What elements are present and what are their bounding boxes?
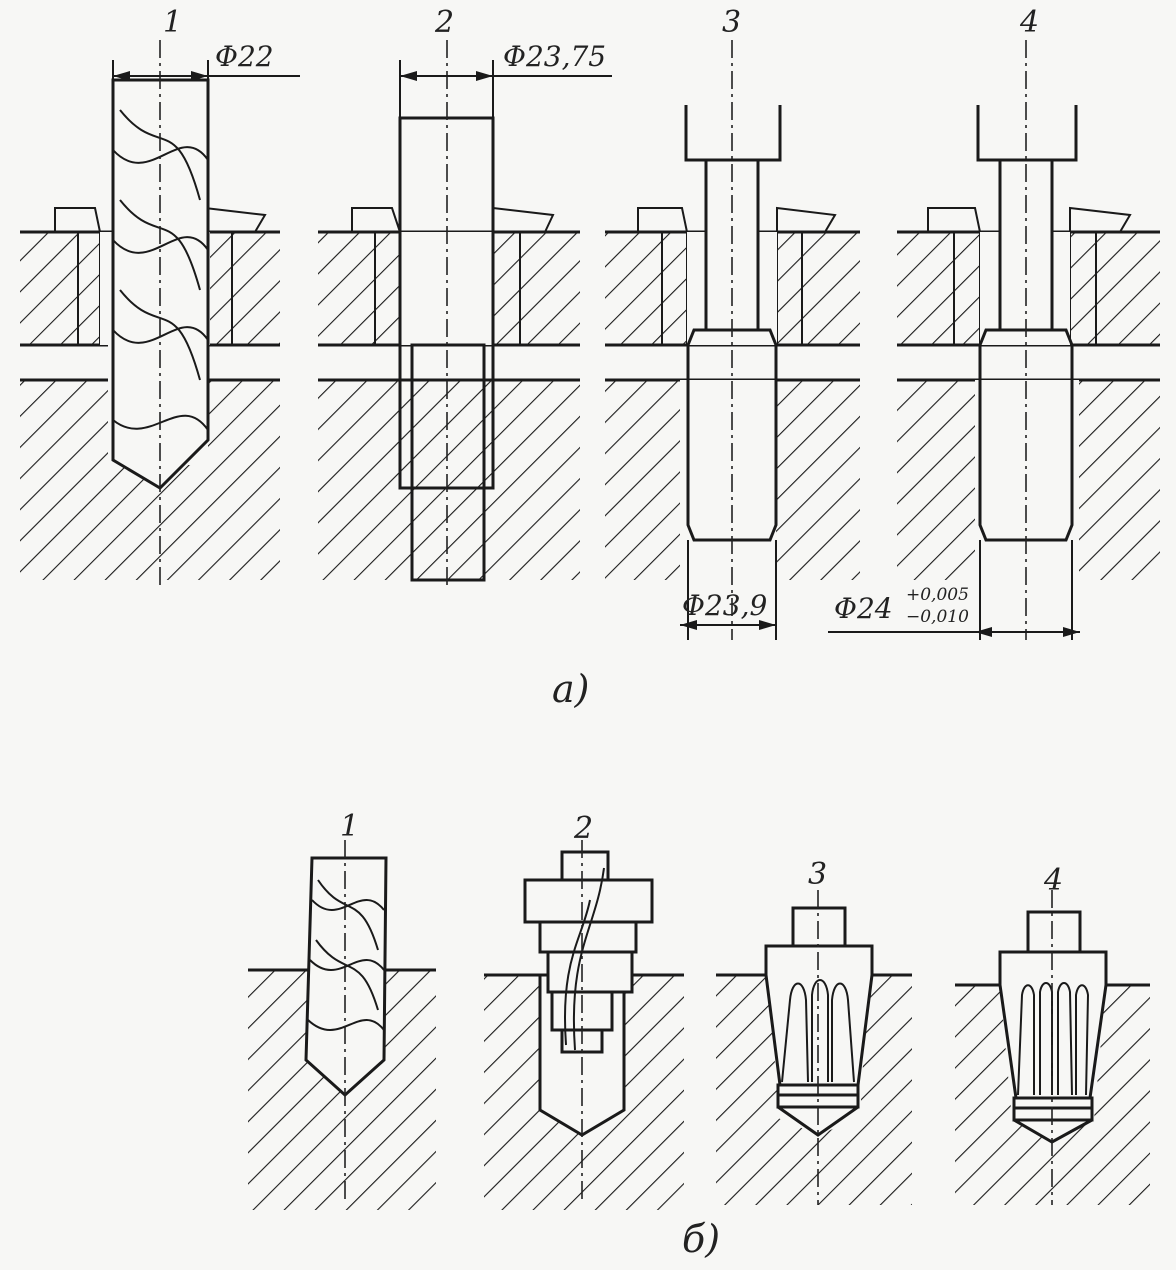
spindle-a4 (976, 105, 1078, 162)
dimension-a3: Φ23,9 (682, 589, 767, 622)
step-a1: 1 Φ22 (20, 5, 300, 590)
step-number-b2: 2 (573, 811, 593, 846)
reamer-a3 (686, 328, 778, 542)
step-number-a4: 4 (1019, 5, 1039, 40)
step-b4: 4 (955, 863, 1150, 1205)
drill-b1 (304, 856, 388, 1098)
step-a2: 2 Φ23,75 (318, 5, 612, 590)
dimension-a4: Φ24 (834, 592, 893, 625)
part-a: 1 Φ22 2 Φ23,75 (20, 5, 1160, 711)
dimension-a2: Φ23,75 (503, 40, 606, 73)
tolerance-lower-a4: −0,010 (906, 607, 969, 627)
part-b: 1 2 (248, 809, 1150, 1261)
reamer-b3 (764, 944, 874, 1087)
reamer-a4 (978, 328, 1074, 542)
step-number-b1: 1 (340, 809, 359, 844)
caption-a: a) (552, 667, 589, 711)
step-number-a3: 3 (722, 5, 741, 40)
step-a3: 3 Φ23,9 (605, 5, 860, 640)
step-number-b3: 3 (808, 857, 827, 892)
step-b2: 2 (484, 811, 684, 1210)
step-a4: 4 Φ24 +0,005 −0,010 (828, 5, 1160, 640)
step-number-a2: 2 (434, 5, 454, 40)
spindle-a3 (684, 105, 782, 162)
caption-b: б) (682, 1217, 720, 1261)
step-b3: 3 (716, 857, 912, 1205)
step-b1: 1 (248, 809, 436, 1210)
step-number-b4: 4 (1043, 863, 1063, 898)
dimension-a1: Φ22 (215, 40, 274, 73)
tolerance-upper-a4: +0,005 (906, 585, 969, 605)
step-number-a1: 1 (163, 5, 182, 40)
